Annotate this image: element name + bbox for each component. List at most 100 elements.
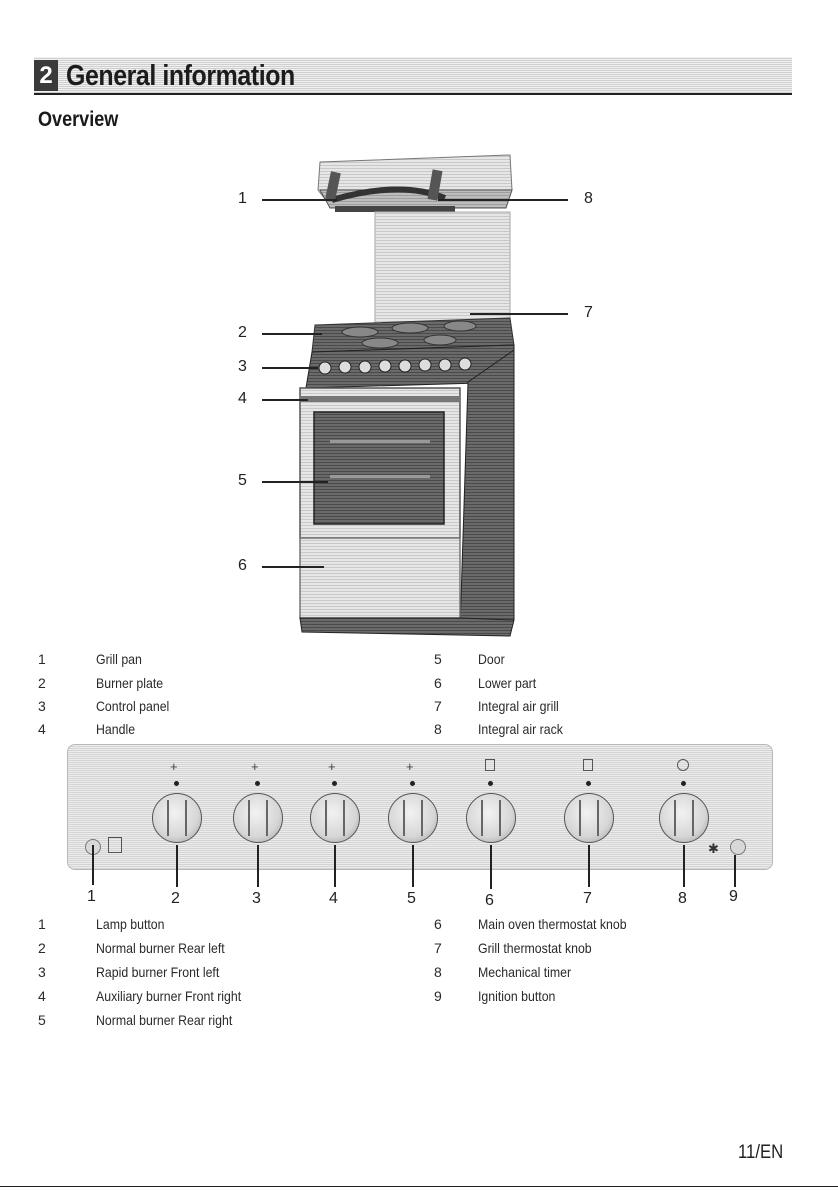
lamp-icon [108,837,122,853]
panel-callout-number: 8 [678,890,687,907]
knob-front-left [233,793,283,843]
ignition-button-graphic [730,839,746,855]
grill-unit [317,154,513,212]
header-band [34,57,792,93]
panel-callout-number: 3 [252,890,261,907]
list-item: Control panel [96,698,170,714]
cooker-illustration [299,154,515,637]
callout-line-7 [470,313,568,315]
list-item-number: 2 [38,675,46,691]
callout-line-5 [262,481,328,483]
callout-number: 5 [238,472,247,489]
panel-callout-line-6 [490,845,492,889]
list-item-number: 5 [38,1012,46,1028]
list-item: Main oven thermostat knob [478,916,627,932]
list-item: Grill pan [96,651,142,667]
list-item-number: 8 [434,964,442,980]
list-item-number: 7 [434,940,442,956]
panel-callout-number: 5 [407,890,416,907]
callout-line-1 [262,199,337,201]
panel-callout-line-9 [734,855,736,887]
list-item-number: 8 [434,721,442,737]
list-item-number: 7 [434,698,442,714]
burner-symbol-icon: + [170,759,178,774]
knob-indicator-dot [586,781,591,786]
callout-line-2 [262,333,322,335]
knob-front-right [310,793,360,843]
list-item: Normal burner Rear right [96,1012,233,1028]
chapter-number-badge: 2 [34,60,58,91]
panel-callout-line-7 [588,845,590,887]
list-item-number: 5 [434,651,442,667]
list-item: Mechanical timer [478,964,572,980]
panel-callout-line-4 [334,845,336,887]
callout-number: 8 [584,190,593,207]
knob-indicator-dot [332,781,337,786]
panel-callout-number: 2 [171,890,180,907]
subheading-overview: Overview [38,108,119,131]
panel-callout-number: 1 [87,888,96,905]
panel-callout-line-5 [412,845,414,887]
knob-grill [564,793,614,843]
callout-number: 7 [584,304,593,321]
callout-number: 1 [238,190,247,207]
callout-number: 2 [238,324,247,341]
list-item: Rapid burner Front left [96,964,220,980]
list-item: Lamp button [96,916,165,932]
list-item: Integral air rack [478,721,563,737]
callout-number: 6 [238,557,247,574]
footer-rule [0,1186,838,1187]
knob-indicator-dot [488,781,493,786]
control-panel-illustration: ✱ + + + + [67,744,773,870]
header-rule [34,93,792,95]
list-item: Handle [96,721,136,737]
back-panel [374,211,511,333]
list-item-number: 1 [38,916,46,932]
list-item-number: 6 [434,675,442,691]
panel-callout-number: 6 [485,892,494,909]
knob-indicator-dot [410,781,415,786]
callout-line-3 [262,367,318,369]
knob-timer [659,793,709,843]
list-item: Door [478,651,505,667]
panel-callout-number: 7 [583,890,592,907]
panel-callout-line-1 [92,845,94,885]
hob [311,317,515,353]
knob-rear-left [152,793,202,843]
list-item-number: 2 [38,940,46,956]
panel-callout-number: 4 [329,890,338,907]
list-item-number: 6 [434,916,442,932]
oven-symbol-icon [485,759,495,771]
list-item: Lower part [478,675,537,691]
burner-symbol-icon: + [406,759,414,774]
list-item: Auxiliary burner Front right [96,988,242,1004]
list-item: Normal burner Rear left [96,940,225,956]
spark-icon: ✱ [708,841,719,856]
knob-main-oven [466,793,516,843]
oven-door [299,387,461,539]
control-strip [305,344,515,389]
list-item-number: 4 [38,988,46,1004]
callout-number: 4 [238,390,247,407]
list-item-number: 1 [38,651,46,667]
panel-callout-number: 9 [729,888,738,905]
knob-rear-right [388,793,438,843]
knob-indicator-dot [174,781,179,786]
timer-symbol-icon [677,759,689,771]
list-item: Integral air grill [478,698,559,714]
grill-symbol-icon [583,759,593,771]
callout-line-4 [262,399,308,401]
burner-symbol-icon: + [251,759,259,774]
knob-indicator-dot [681,781,686,786]
list-item: Ignition button [478,988,556,1004]
list-item-number: 9 [434,988,442,1004]
lower-drawer [299,537,461,619]
knob-indicator-dot [255,781,260,786]
list-item-number: 3 [38,964,46,980]
page-number: 11/EN [738,1142,784,1163]
callout-number: 3 [238,358,247,375]
burner-symbol-icon: + [328,759,336,774]
list-item-number: 4 [38,721,46,737]
callout-line-6 [262,566,324,568]
section-title: General information [66,60,295,92]
